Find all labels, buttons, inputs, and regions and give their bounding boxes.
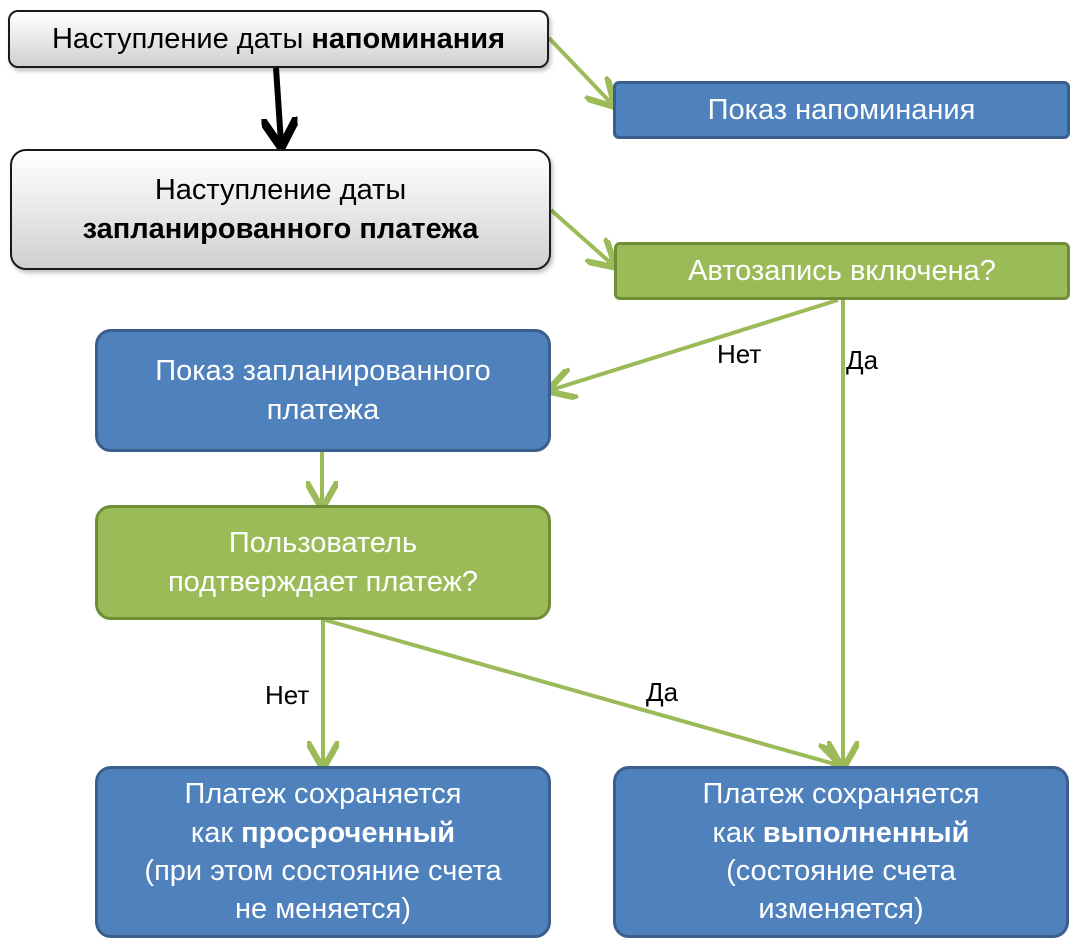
confirm-no-label: Нет (265, 680, 310, 710)
autowrite-decision-node: Автозапись включена? (614, 242, 1070, 300)
completed-line3: (состояние счета (726, 855, 956, 887)
completed-line2: как выполненный (712, 816, 970, 849)
overdue-line3: (при этом состояние счета (144, 855, 502, 887)
autowrite-no-label: Нет (717, 339, 762, 369)
overdue-line1: Платеж сохраняется (184, 778, 462, 811)
overdue-line4: не меняется) (235, 893, 411, 926)
payment-date-line2: запланированного платежа (82, 212, 479, 245)
payment-date-line1: Наступление даты (154, 174, 407, 207)
completed-line4: изменяется) (758, 893, 924, 926)
arrow-reminder-to-show-reminder (547, 36, 612, 104)
user-confirms-line1: Пользователь (228, 527, 418, 560)
confirm-yes-label: Да (646, 677, 679, 707)
reminder-date-node: Наступление даты напоминания (8, 10, 549, 68)
user-confirms-line2: подтверждает платеж? (167, 565, 479, 598)
show-payment-line1: Показ запланированного (155, 355, 491, 388)
arrow-autowrite-no (551, 298, 839, 390)
arrow-confirm-yes (324, 618, 838, 765)
overdue-line2: как просроченный (190, 816, 456, 849)
show-reminder-label: Показ напоминания (707, 93, 976, 126)
completed-result-node: Платеж сохраняется как выполненный (сост… (613, 766, 1069, 938)
reminder-date-label: Наступление даты напоминания (51, 22, 506, 55)
user-confirms-node: Пользователь подтверждает платеж? (95, 505, 551, 620)
show-payment-node: Показ запланированного платежа (95, 329, 551, 452)
overdue-result-node: Платеж сохраняется как просроченный (при… (95, 766, 551, 938)
arrow-payment-date-to-autowrite (549, 208, 613, 265)
show-reminder-node: Показ напоминания (613, 81, 1070, 139)
completed-line1: Платеж сохраняется (702, 778, 980, 811)
arrow-reminder-to-payment-date (276, 67, 281, 143)
autowrite-label: Автозапись включена? (688, 254, 996, 287)
payment-date-node: Наступление даты запланированного платеж… (10, 149, 551, 270)
autowrite-yes-label: Да (846, 345, 879, 375)
show-payment-line2: платежа (266, 393, 380, 426)
